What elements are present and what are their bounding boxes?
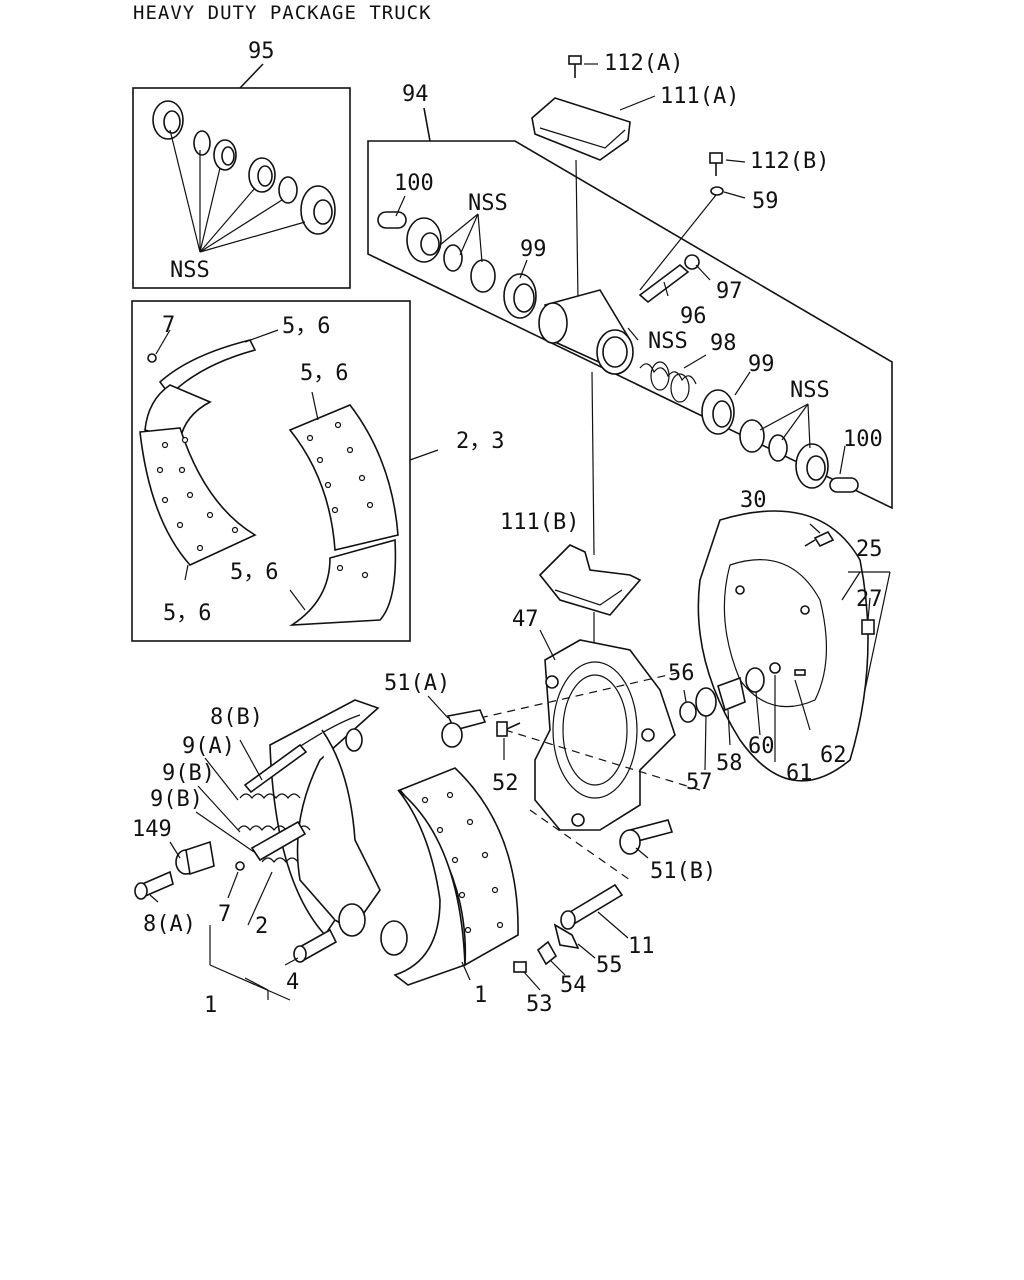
page-title: HEAVY DUTY PACKAGE TRUCK [133, 2, 432, 24]
label-99-right: 99 [748, 352, 775, 377]
label-nss-left: NSS [468, 191, 508, 216]
spider-47 [479, 371, 701, 881]
label-54: 54 [560, 973, 587, 998]
label-5-6-bottom-left: 5，6 [163, 601, 212, 626]
label-51a: 51(A) [384, 671, 450, 696]
label-5-6-top-right: 5，6 [300, 361, 349, 386]
label-nss-95: NSS [170, 258, 210, 283]
label-61: 61 [786, 761, 813, 786]
label-60: 60 [748, 734, 775, 759]
label-5-6-top-left: 5，6 [282, 314, 331, 339]
label-95: 95 [248, 39, 275, 64]
box-95 [132, 63, 351, 289]
label-8b: 8(B) [210, 705, 263, 730]
label-94: 94 [402, 82, 429, 107]
label-2: 2 [255, 914, 268, 939]
label-96: 96 [680, 304, 707, 329]
label-30: 30 [740, 488, 767, 513]
label-111a: 111(A) [660, 84, 739, 109]
backing-plate [697, 510, 891, 782]
label-55: 55 [596, 953, 623, 978]
label-57: 57 [686, 770, 713, 795]
label-112b: 112(B) [750, 149, 829, 174]
label-97: 97 [716, 279, 743, 304]
spider-hardware [427, 667, 765, 991]
label-7-bottom: 7 [218, 902, 231, 927]
label-4: 4 [286, 970, 299, 995]
label-100-left: 100 [394, 171, 434, 196]
label-100-right: 100 [843, 427, 883, 452]
label-59: 59 [752, 189, 779, 214]
label-47: 47 [512, 607, 539, 632]
label-149: 149 [132, 817, 172, 842]
label-51b: 51(B) [650, 859, 716, 884]
label-7-top: 7 [162, 313, 175, 338]
label-9b-upper: 9(B) [162, 761, 215, 786]
label-98: 98 [710, 331, 737, 356]
label-1-right: 1 [474, 983, 487, 1008]
label-53: 53 [526, 992, 553, 1017]
label-112a: 112(A) [604, 51, 683, 76]
box-94 [367, 55, 893, 510]
label-58: 58 [716, 751, 743, 776]
label-11: 11 [628, 934, 655, 959]
brake-shoe-assembly [134, 699, 519, 1001]
label-nss-right: NSS [790, 378, 830, 403]
label-27: 27 [856, 587, 883, 612]
label-52: 52 [492, 771, 519, 796]
label-5-6-bottom-right: 5，6 [230, 560, 279, 585]
label-2-3: 2，3 [456, 429, 505, 454]
label-9b-lower: 9(B) [150, 787, 203, 812]
label-56: 56 [668, 661, 695, 686]
box-lining [131, 300, 439, 642]
label-9a: 9(A) [182, 734, 235, 759]
callout-labels: 95 94 112(A) 111(A) 112(B) 59 100 NSS 99… [132, 39, 883, 1018]
label-99-left: 99 [520, 237, 547, 262]
label-nss-cyl: NSS [648, 329, 688, 354]
label-8a: 8(A) [143, 912, 196, 937]
label-62: 62 [820, 743, 847, 768]
label-25: 25 [856, 537, 883, 562]
label-111b: 111(B) [500, 510, 579, 535]
label-1-left: 1 [204, 993, 217, 1018]
